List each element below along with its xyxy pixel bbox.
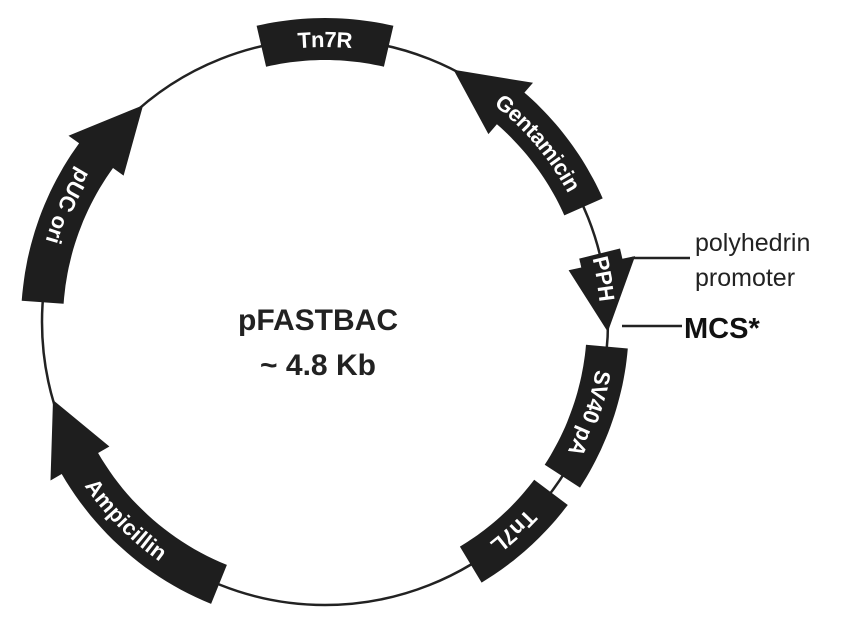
- feature-gentamicin: [453, 69, 603, 216]
- plasmid-size: ~ 4.8 Kb: [260, 349, 376, 382]
- promoter-label-line2: promoter: [695, 264, 795, 292]
- feature-pph: [568, 248, 636, 332]
- mcs-label: MCS*: [684, 313, 760, 345]
- feature-label: Gentamicin: [491, 89, 586, 196]
- feature-tn7l: [459, 479, 568, 583]
- feature-sv40-pa: [544, 344, 628, 488]
- promoter-label-line1: polyhedrin: [695, 229, 810, 257]
- feature-ampicillin: [50, 400, 227, 604]
- feature-label: Tn7R: [297, 26, 353, 52]
- plasmid-name: pFASTBAC: [238, 304, 398, 337]
- feature-tn7r: [256, 18, 394, 67]
- feature-puc-ori: [21, 105, 144, 304]
